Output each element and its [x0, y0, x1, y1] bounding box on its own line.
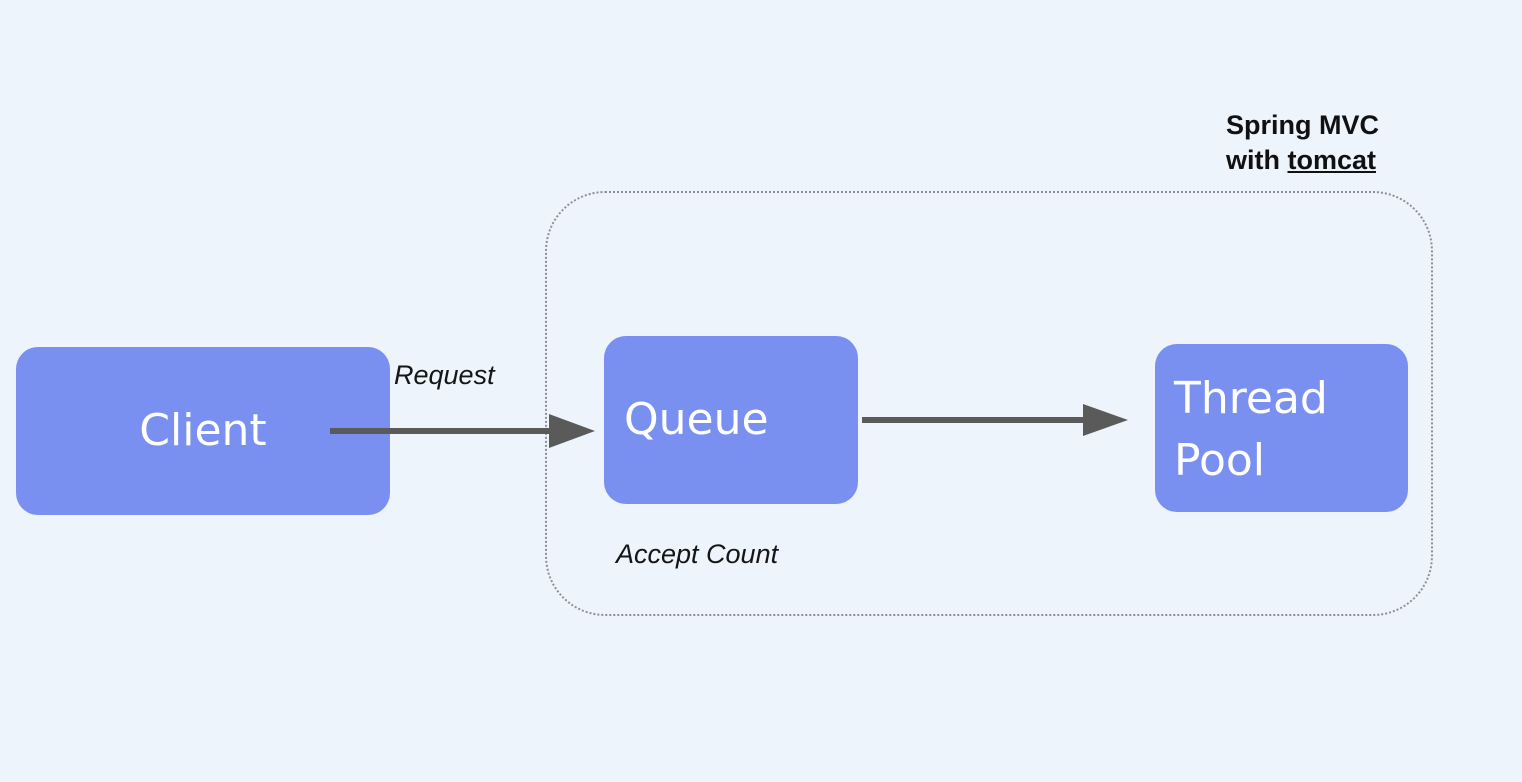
queue-node: Queue: [604, 336, 858, 504]
thread-pool-label-line2: Pool: [1174, 435, 1266, 486]
container-title: Spring MVC with tomcat: [1226, 108, 1379, 178]
client-node-label: Client: [139, 405, 267, 456]
request-label: Request: [394, 360, 495, 390]
container-title-line2: with tomcat: [1226, 143, 1379, 178]
client-node: Client: [16, 347, 390, 515]
thread-pool-node: Thread Pool: [1155, 344, 1408, 512]
thread-pool-label-line1: Thread: [1174, 373, 1328, 424]
client-to-queue-arrow: [330, 414, 595, 448]
container-title-line1: Spring MVC: [1226, 110, 1379, 140]
queue-to-threadpool-arrow: [862, 404, 1128, 436]
container-title-tomcat: tomcat: [1287, 145, 1377, 175]
accept-count-label: Accept Count: [616, 539, 779, 569]
container-title-prefix: with: [1226, 145, 1288, 175]
queue-node-label: Queue: [624, 394, 769, 445]
spring-mvc-container: [545, 191, 1433, 616]
